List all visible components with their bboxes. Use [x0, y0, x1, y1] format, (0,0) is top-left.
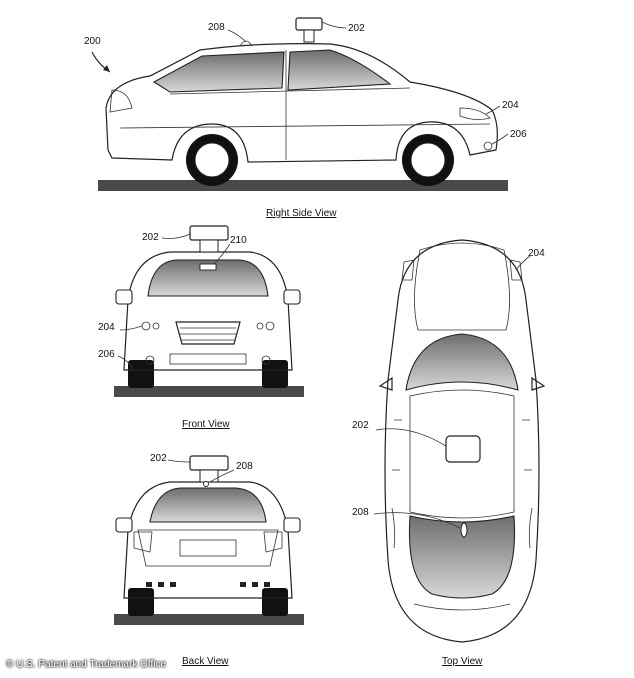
leader-front-204 [119, 325, 143, 331]
front-left-headlamp-inner [152, 322, 160, 330]
top-view [373, 239, 546, 643]
side-label-202: 202 [348, 23, 365, 34]
top-left-mirror [378, 376, 393, 391]
side-belt-line [169, 87, 411, 95]
side-label-206: 206 [510, 129, 527, 140]
back-view [114, 455, 304, 625]
back-right-tail-lamp [263, 531, 283, 553]
front-left-fog-lamp [145, 355, 155, 365]
front-camera-module [199, 263, 217, 271]
leader-back-202 [167, 459, 191, 463]
front-label-206: 206 [98, 349, 115, 360]
leader-front-210 [213, 243, 231, 265]
back-antenna-dot [203, 481, 209, 487]
leader-top-208 [373, 512, 461, 529]
caption-top-view: Top View [442, 656, 483, 667]
back-sensor-unit [189, 455, 229, 471]
caption-right-side-view: Right Side View [266, 208, 337, 219]
back-right-tire [262, 588, 288, 616]
back-sensor-mount [199, 469, 219, 483]
top-antenna [460, 522, 468, 538]
top-windshield [405, 333, 519, 391]
side-label-204: 204 [502, 100, 519, 111]
top-label-204: 204 [528, 248, 545, 259]
top-label-208: 208 [352, 507, 369, 518]
figure-ref-label: 200 [84, 36, 101, 47]
front-label-202: 202 [142, 232, 159, 243]
leader-front-206 [117, 355, 135, 371]
right-side-view [98, 17, 509, 191]
leader-204 [485, 105, 501, 115]
back-left-mirror [115, 517, 133, 533]
side-rear-rim [194, 142, 230, 178]
side-sensor-mount [303, 29, 315, 43]
leader-back-208 [209, 469, 235, 483]
leader-front-202 [161, 233, 191, 239]
side-front-window [287, 49, 392, 91]
front-grille-slats [180, 327, 236, 341]
top-right-headlamp [509, 259, 523, 281]
top-door-lines [392, 419, 532, 471]
front-right-tire [262, 360, 288, 388]
front-left-headlamp [141, 321, 151, 331]
side-antenna [239, 40, 253, 47]
front-label-204: 204 [98, 322, 115, 333]
side-ground [98, 180, 508, 191]
top-rear-window [408, 515, 516, 599]
front-left-tire [128, 360, 154, 388]
back-rear-window [149, 487, 267, 523]
arrow-head [103, 65, 110, 72]
top-trunk-edge [413, 603, 511, 611]
leader-top-202 [375, 428, 447, 447]
front-sensor-mount [199, 239, 219, 253]
back-right-mirror [283, 517, 301, 533]
side-fog-lamp [483, 141, 493, 151]
back-ground [114, 614, 304, 625]
top-label-202: 202 [352, 420, 369, 431]
back-trunk-lid [137, 529, 279, 567]
side-character-line [119, 123, 491, 129]
front-label-210: 210 [230, 235, 247, 246]
top-sensor-unit [445, 435, 481, 463]
front-view [114, 225, 304, 397]
leader-202 [321, 21, 347, 29]
side-sensor-unit [295, 17, 323, 31]
back-left-tire [128, 588, 154, 616]
front-lower-intake [169, 353, 247, 365]
front-left-mirror [115, 289, 133, 305]
back-label-208: 208 [236, 461, 253, 472]
leader-208 [227, 29, 247, 43]
caption-front-view: Front View [182, 419, 230, 430]
leader-top-204 [515, 255, 531, 271]
caption-back-view: Back View [182, 656, 229, 667]
side-rear-window [152, 51, 285, 93]
top-hood [414, 242, 510, 331]
front-right-headlamp-inner [256, 322, 264, 330]
side-headlamp [459, 107, 491, 120]
back-label-202: 202 [150, 453, 167, 464]
side-label-208: 208 [208, 22, 225, 33]
top-right-mirror [531, 376, 546, 391]
side-front-rim [410, 142, 446, 178]
leader-206 [491, 133, 509, 145]
front-ground [114, 386, 304, 397]
back-bumper-reflectors [146, 582, 270, 587]
front-windshield [147, 259, 269, 297]
top-rear-quarter-lines [391, 507, 533, 549]
back-left-tail-lamp [133, 531, 153, 553]
top-left-headlamp [401, 259, 415, 281]
front-right-mirror [283, 289, 301, 305]
front-right-headlamp [265, 321, 275, 331]
back-license-plate [179, 539, 237, 557]
top-roof [409, 389, 515, 519]
front-grille [175, 321, 241, 345]
side-body [105, 43, 498, 163]
front-right-fog-lamp [261, 355, 271, 365]
side-tail-lamp [109, 89, 133, 113]
copyright-credit: © U.S. Patent and Trademark Office [6, 659, 167, 670]
front-sensor-unit [189, 225, 229, 241]
